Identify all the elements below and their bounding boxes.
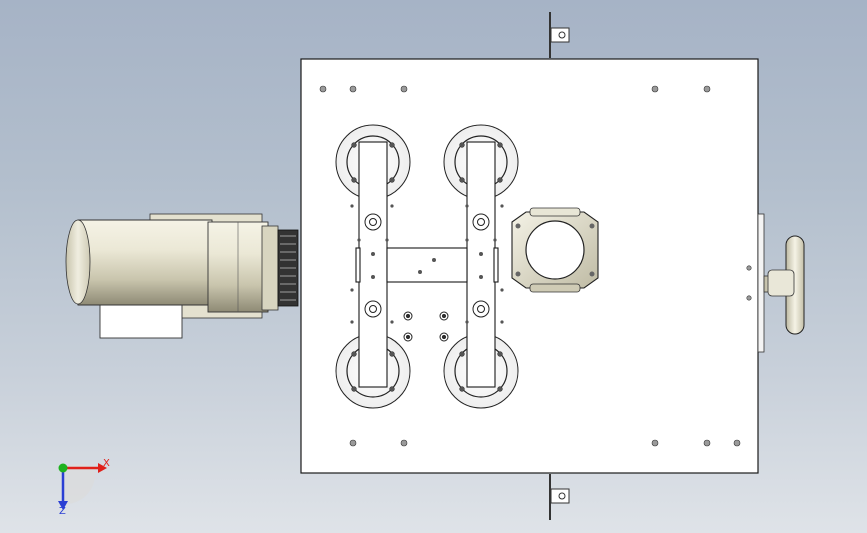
top-bracket: [549, 12, 570, 58]
motor-assembly[interactable]: [65, 213, 299, 339]
triad-shading: [63, 463, 96, 505]
center-bolts: [403, 311, 449, 342]
bottom-bracket: [549, 474, 570, 520]
z-axis-arrow: [58, 501, 68, 510]
side-flange: [757, 213, 765, 353]
handwheel[interactable]: [763, 235, 805, 335]
frame-holes: [364, 213, 490, 318]
coordinate-axes-icon[interactable]: X Z: [40, 448, 120, 518]
z-axis-label: Z: [59, 506, 66, 517]
plate-holes: [319, 85, 752, 447]
frame-small-holes: [350, 204, 504, 324]
h-frame[interactable]: [355, 141, 499, 388]
x-axis-arrow: [98, 463, 107, 473]
y-axis-dot: [58, 463, 68, 473]
x-axis-label: X: [103, 458, 110, 469]
pipe-clamp[interactable]: [511, 207, 599, 293]
